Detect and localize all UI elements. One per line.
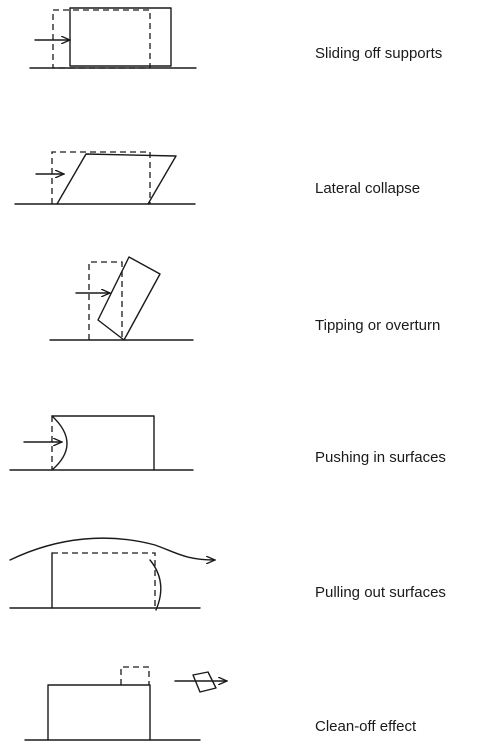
label-pushing-in-surfaces: Pushing in surfaces xyxy=(315,449,446,466)
original-position-outline xyxy=(52,9,151,69)
block-outline xyxy=(47,684,151,741)
panel-pushing-in-surfaces: Pushing in surfaces xyxy=(9,415,446,471)
displaced-block xyxy=(69,7,172,67)
label-tipping-or-overturn: Tipping or overturn xyxy=(315,317,440,334)
original-position-outline xyxy=(88,261,123,340)
pulled-out-wall xyxy=(149,559,162,611)
detached-element xyxy=(192,671,217,693)
label-pulling-out-surfaces: Pulling out surfaces xyxy=(315,584,446,601)
panel-clean-off-effect: Clean-off effect xyxy=(24,666,417,741)
original-element-outline xyxy=(120,666,150,685)
panel-sliding-off-supports: Sliding off supports xyxy=(29,7,442,69)
original-position-outline xyxy=(52,552,156,608)
original-position-outline xyxy=(51,151,151,204)
wind-flow-line xyxy=(9,537,215,560)
deflected-wall xyxy=(51,415,68,471)
panel-lateral-collapse: Lateral collapse xyxy=(14,151,420,205)
tipped-block xyxy=(97,256,161,341)
block-outline xyxy=(51,415,155,471)
label-sliding-off-supports: Sliding off supports xyxy=(315,45,442,62)
label-clean-off-effect: Clean-off effect xyxy=(315,718,417,735)
panel-tipping-or-overturn: Tipping or overturn xyxy=(49,256,440,341)
collapsed-frame xyxy=(56,153,177,205)
panel-pulling-out-surfaces: Pulling out surfaces xyxy=(9,537,446,611)
label-lateral-collapse: Lateral collapse xyxy=(315,180,420,197)
